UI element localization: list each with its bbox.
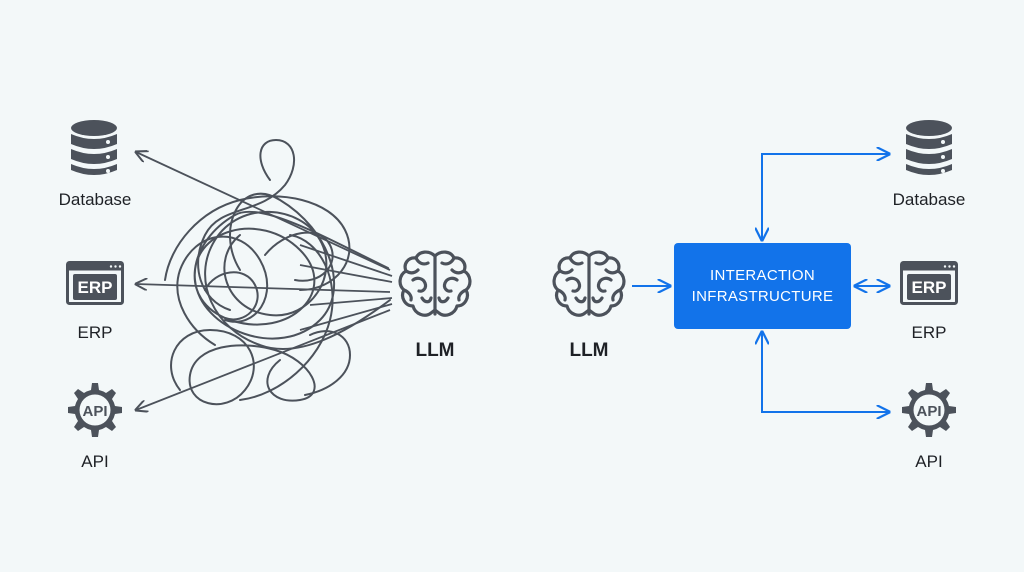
right-api-label: API (915, 452, 943, 471)
api-gear-icon: API (63, 381, 127, 444)
interaction-infrastructure-box[interactable]: INTERACTION INFRASTRUCTURE (674, 243, 851, 329)
right-erp-label: ERP (911, 323, 947, 342)
erp-icon: ERP (66, 261, 124, 310)
infrastructure-line2: INFRASTRUCTURE (691, 288, 834, 305)
api-icon-text: API (82, 403, 107, 420)
left-erp-label: ERP (77, 323, 113, 342)
left-llm-label: LLM (415, 340, 455, 361)
erp-icon-text: ERP (78, 278, 113, 297)
erp-icon: ERP (900, 261, 958, 310)
api-icon-text: API (916, 403, 941, 420)
api-gear-icon: API (897, 381, 961, 444)
erp-icon-text: ERP (912, 278, 947, 297)
brain-icon (549, 248, 629, 327)
database-icon (70, 120, 118, 185)
left-arrows (136, 152, 393, 410)
brain-icon (395, 248, 475, 327)
right-llm-label: LLM (569, 340, 609, 361)
right-arrows (632, 154, 889, 412)
database-icon (905, 120, 953, 185)
right-database-label: Database (892, 190, 966, 209)
tangled-connections (164, 138, 391, 406)
left-database-label: Database (58, 190, 132, 209)
left-api-label: API (81, 452, 109, 471)
infrastructure-line1: INTERACTION (710, 267, 815, 284)
